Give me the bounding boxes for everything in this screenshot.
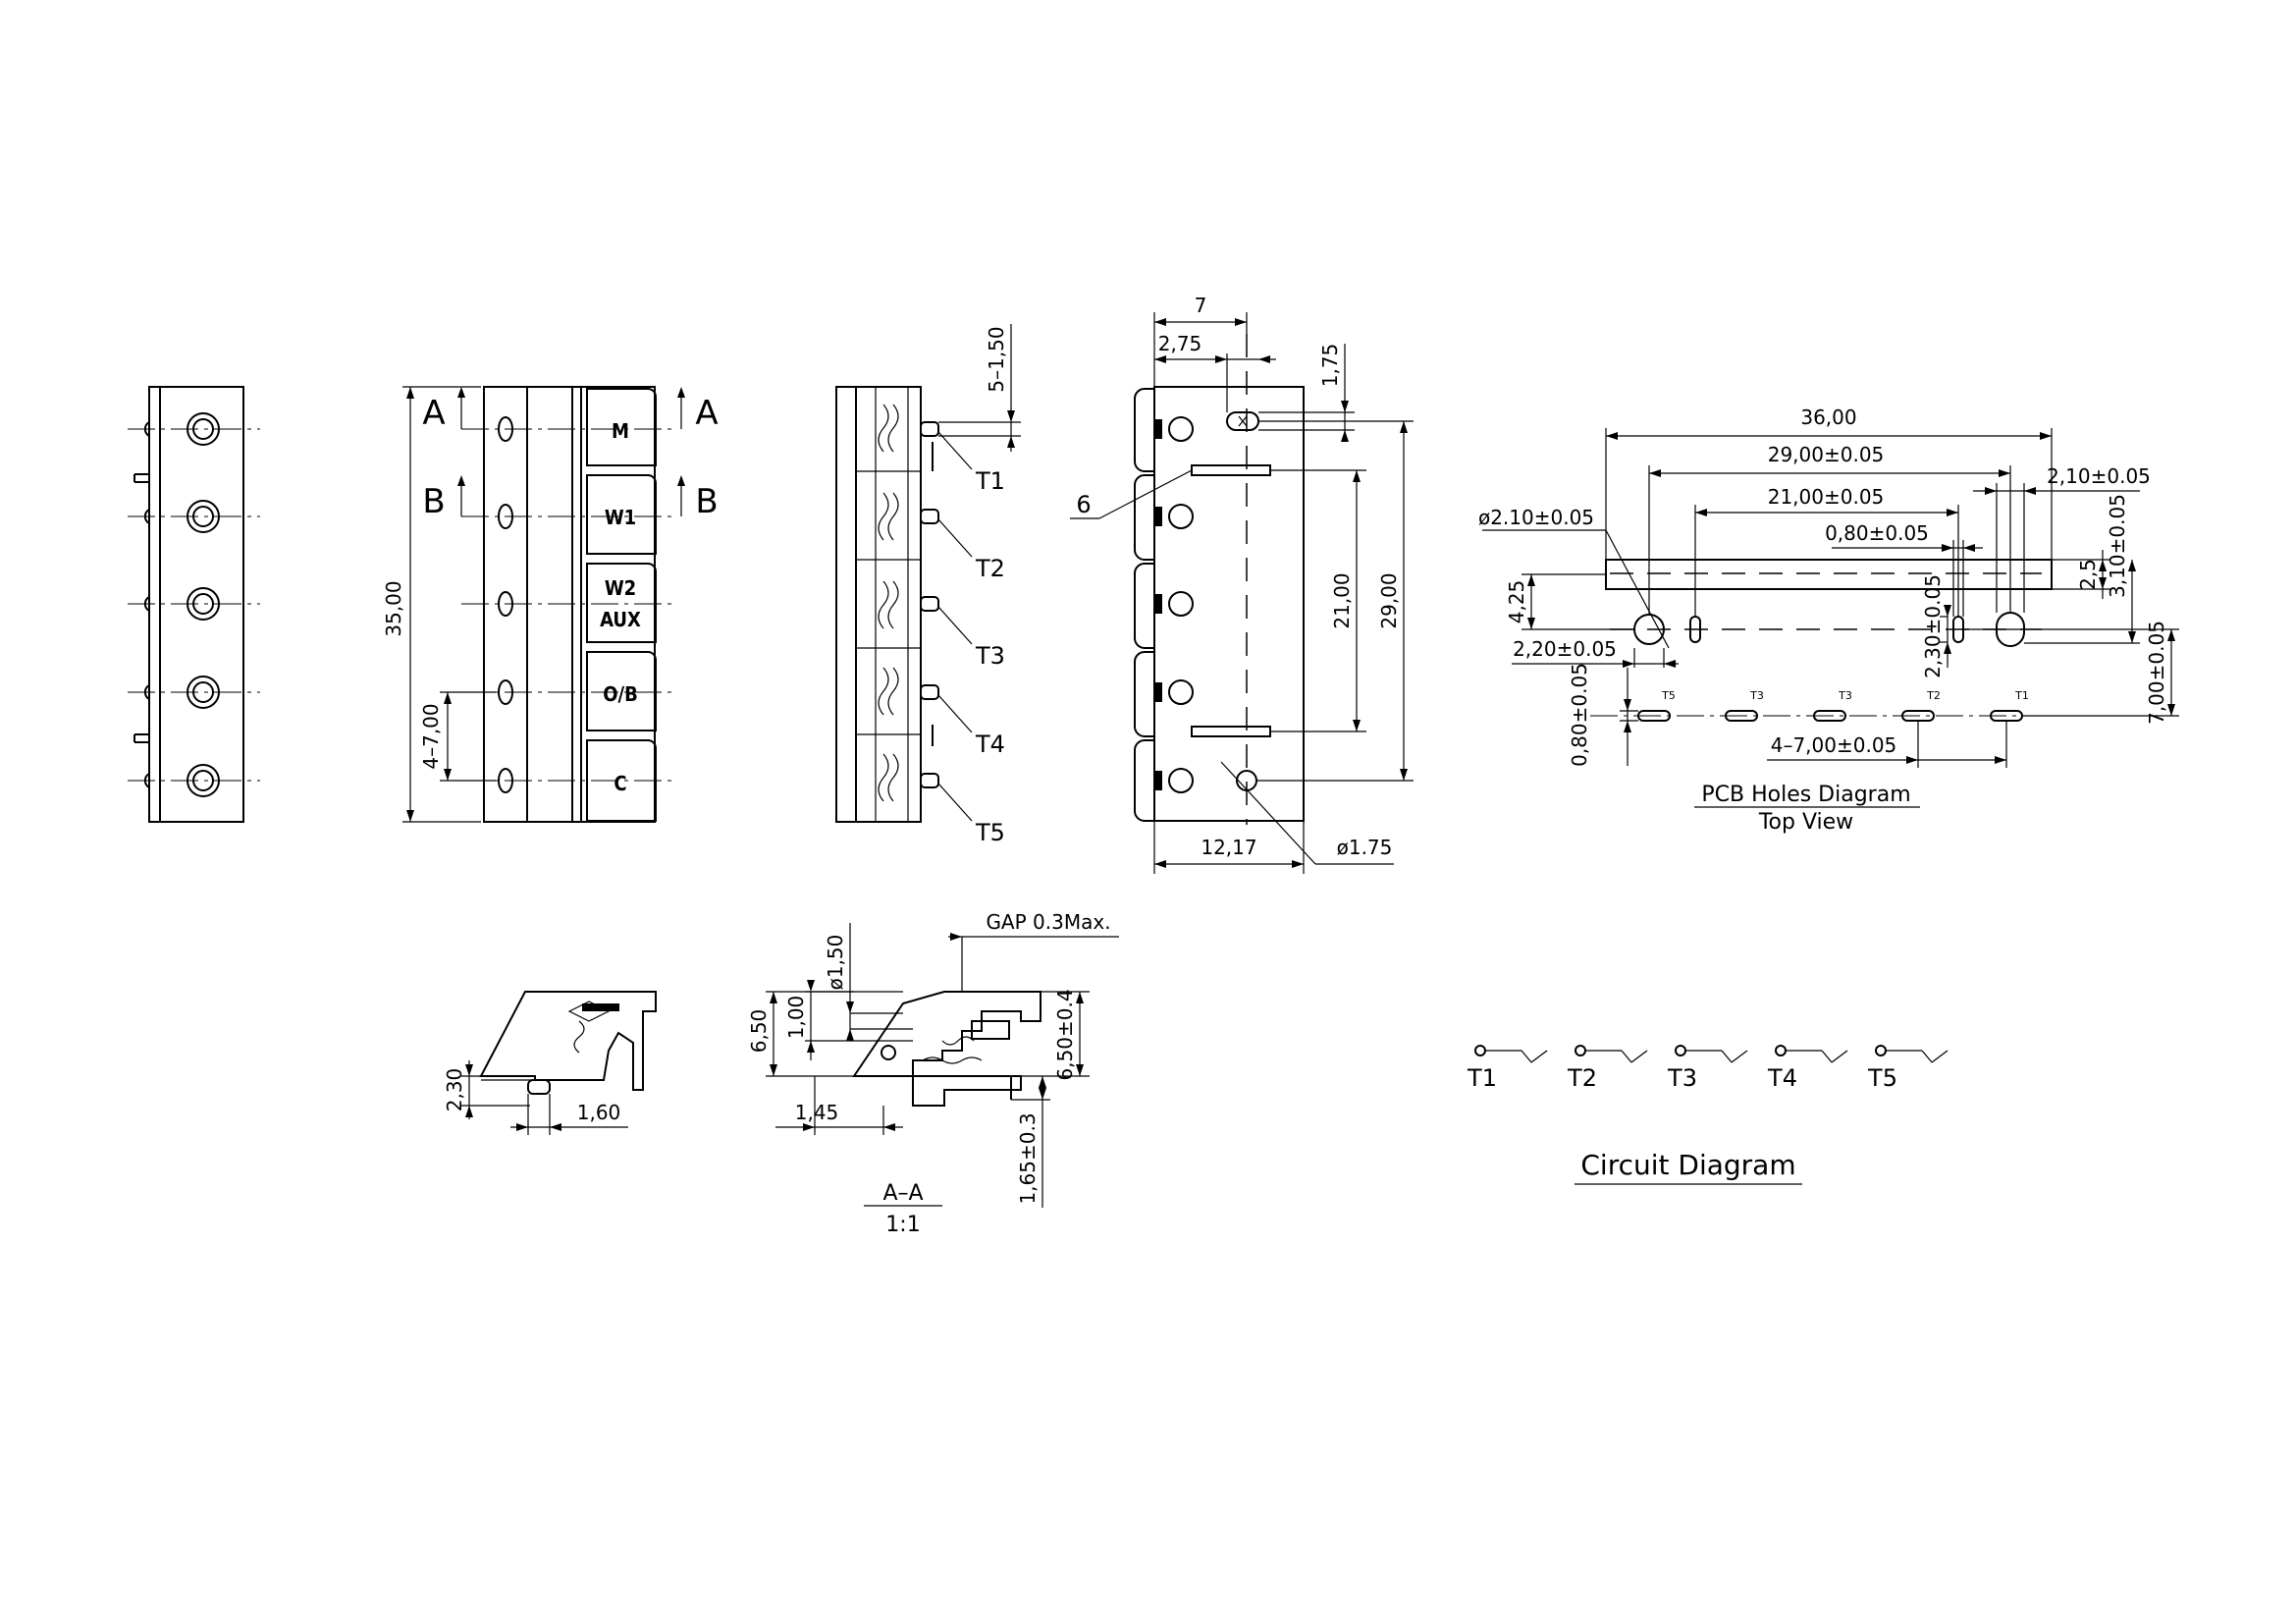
dim-big-hole: ø2.10±0.05 [1478,506,1594,529]
section-scale: 1:1 [885,1213,920,1237]
dim-height: 35,00 [382,580,405,636]
dim-d150: ø1,50 [824,935,847,991]
dim-h230: 2,30 [443,1068,466,1112]
pcb-title: PCB Holes Diagram [1701,783,1910,807]
item-label-6: 6 [1076,491,1091,518]
dim-width-bottom: 12,17 [1201,836,1256,859]
dim-h650-tol: 6,50±0.4 [1053,989,1077,1080]
dim-w160: 1,60 [577,1101,621,1124]
key-label-c: C [614,772,626,795]
switch-t1: T1 [1467,1045,1548,1092]
dim-offset-top: 2,75 [1158,332,1202,355]
key-label-ob: O/B [603,682,638,706]
dim-h650: 6,50 [747,1009,771,1054]
edge-holes [128,412,260,797]
key-label-w1: W1 [605,506,636,529]
dim-slot-v: 0,80±0.05 [1568,663,1591,767]
switch-t2: T2 [1567,1045,1648,1092]
section-marks: A A B B [422,387,719,521]
switch-label-t4: T4 [1767,1064,1797,1092]
dim-d21: 21,00±0.05 [1768,485,1885,509]
switch-label-t2: T2 [1567,1064,1597,1092]
switch-t5: T5 [1867,1045,1949,1092]
dim-h-inner: 21,00 [1330,572,1354,628]
terminal-label-t4: T4 [975,731,1005,758]
section-mark-a-right: A [695,394,718,433]
dim-h100: 1,00 [784,996,808,1040]
pcb-subtitle: Top View [1758,810,1853,835]
section-title: A–A [882,1181,923,1206]
dim-gap: GAP 0.3Max. [986,910,1110,934]
circuit-title: Circuit Diagram [1580,1149,1795,1181]
switch-label-t3: T3 [1667,1064,1697,1092]
terminal-label-t1: T1 [975,467,1005,495]
circuit-diagram: T1 T2 T3 T4 T5 [1467,1045,1949,1185]
switch-label-t5: T5 [1867,1064,1897,1092]
key-label-m: M [612,419,629,443]
dim-d29: 29,00±0.05 [1768,443,1885,466]
rear-view: 7 2,75 1,75 21,00 29,00 6 12,17 [1070,294,1414,874]
dim-pin: 5–1,50 [985,326,1008,392]
dim-d25: 2,5 [2076,559,2100,590]
dim-slot-w: 0,80±0.05 [1825,521,1929,545]
dim-d310: 3,10±0.05 [2106,494,2129,598]
switch-label-t1: T1 [1467,1064,1497,1092]
key-label-aux: AUX [600,608,641,631]
dim-h-outer: 29,00 [1377,572,1401,628]
section-mark-b-left: B [422,482,445,521]
slot-label-t3b: T3 [1838,689,1852,702]
slot-label-t5: T5 [1661,689,1676,702]
key-label-w2: W2 [605,576,636,600]
detail-view: 2,30 1,60 [443,991,657,1135]
dim-v-top: 1,75 [1318,344,1342,388]
terminal-label-t3: T3 [975,642,1005,670]
section-mark-a-left: A [422,394,445,433]
dim-h425: 4,25 [1505,580,1528,624]
terminal-label-t2: T2 [975,555,1005,582]
pcb-holes-view: T5 T3 T3 T2 T1 36,00 29,00±0.05 21,00±0.… [1478,406,2179,835]
dim-d700v: 7,00±0.05 [2145,621,2168,725]
side-view: T1 T2 T3 T4 T5 5–1,50 [835,324,1021,846]
slot-label-t3a: T3 [1749,689,1764,702]
left-edge-view [128,386,260,823]
dim-w145: 1,45 [795,1101,839,1124]
dim-d230: 2,30±0.05 [1921,574,1945,678]
slot-label-t1: T1 [2014,689,2029,702]
dim-d210: 2,10±0.05 [2047,464,2151,488]
section-mark-b-right: B [695,482,718,521]
front-view: M W1 W2 AUX O/B C A A B B 35,00 [382,386,719,823]
dim-hole: ø1.75 [1337,836,1393,859]
dim-pitch: 4–7,00 [419,703,443,769]
dim-overall: 36,00 [1800,406,1856,429]
section-aa-view: GAP 0.3Max. ø1,50 1,00 6,50 1,45 6,50±0.… [747,910,1119,1237]
switch-t3: T3 [1667,1045,1748,1092]
dim-pitch-pcb: 4–7,00±0.05 [1771,733,1897,757]
dim-width-top: 7 [1195,294,1207,317]
dim-d220: 2,20±0.05 [1513,637,1617,661]
switch-t4: T4 [1767,1045,1848,1092]
terminal-label-t5: T5 [975,819,1005,846]
dim-h165: 1,65±0.3 [1016,1112,1040,1204]
slot-label-t2: T2 [1926,689,1941,702]
